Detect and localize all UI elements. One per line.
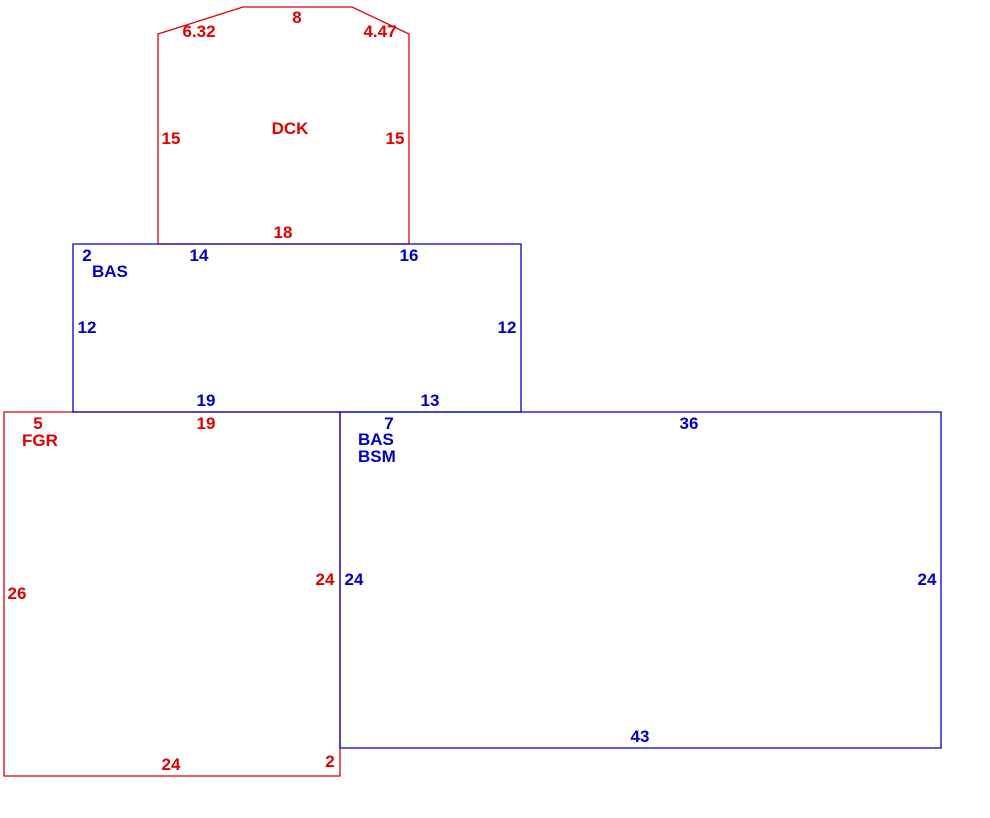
fgr-dim-left: 26 [8,584,27,603]
bas-lower-dim-left: 24 [345,570,364,589]
bas-upper-dim-top-left: 14 [190,246,209,265]
fgr-dim-bottom-corner: 2 [325,752,334,771]
fgr-dim-right: 24 [316,570,335,589]
bas-upper-dim-left: 12 [78,318,97,337]
bas-upper-outline [72,243,522,413]
bas-lower-outline [339,411,942,749]
fgr-dim-corner: 5 [33,414,42,433]
fgr-dim-top: 19 [197,414,216,433]
bas-lower-dim-bottom: 43 [631,727,650,746]
bas-lower-dim-right: 24 [918,570,937,589]
dck-dim-bottom: 18 [274,223,293,242]
dck-dim-left: 15 [162,129,181,148]
fgr-dim-bottom: 24 [162,755,181,774]
bas-lower-area-label: BAS [358,430,394,449]
dck-dim-right: 15 [386,129,405,148]
dck-dim-top-right-bevel: 4.47 [363,22,396,41]
bas-lower-dim-corner: 7 [384,414,393,433]
fgr-area-label: FGR [22,431,58,450]
bas-lower-dim-top: 36 [680,414,699,433]
bas-upper-dim-bottom-right: 13 [421,391,440,410]
bas-upper-dim-top-right: 16 [400,246,419,265]
bsm-lower-area-label: BSM [358,447,396,466]
bas-upper-area-label: BAS [92,262,128,281]
fgr-outline [3,411,341,777]
bas-upper-dim-right: 12 [498,318,517,337]
bas-upper-dim-bottom-left: 19 [197,391,216,410]
bas-upper-dim-corner: 2 [82,246,91,265]
dck-area-label: DCK [272,119,310,138]
dck-dim-top: 8 [292,8,301,27]
dck-dim-top-left-bevel: 6.32 [182,22,215,41]
